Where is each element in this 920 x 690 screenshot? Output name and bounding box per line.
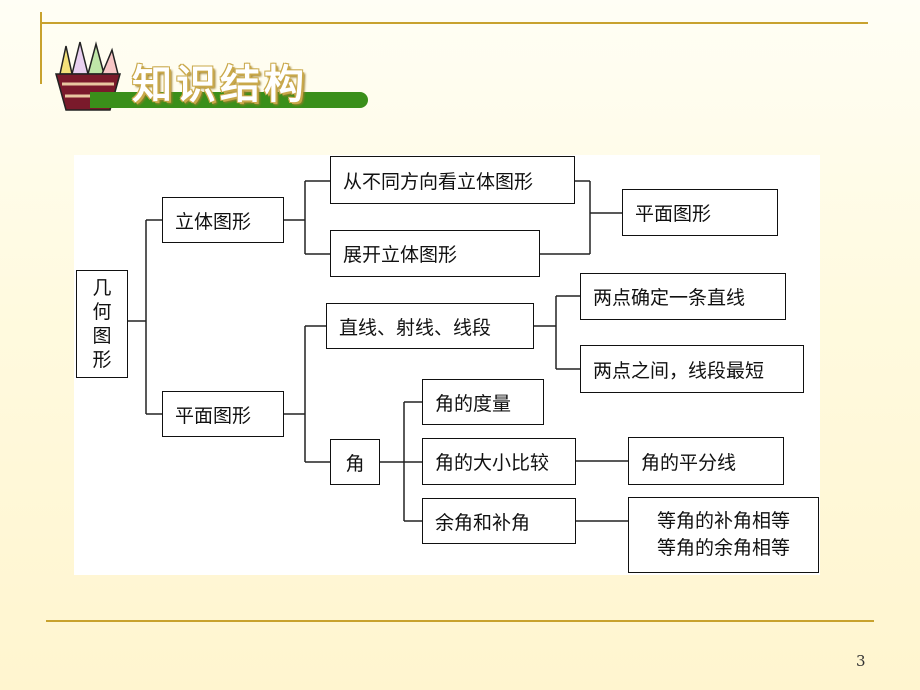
page-title: 知识结构	[132, 61, 308, 108]
angle-compare-box: 角的大小比较	[422, 438, 576, 485]
angle-comp-fact-2: 等角的余角相等	[656, 537, 790, 559]
angle-comp-fact-1: 等角的补角相等	[656, 510, 790, 532]
decorative-top-line	[40, 22, 868, 24]
line-fact-1-box: 两点确定一条直线	[580, 273, 786, 320]
root-char-4: 形	[92, 349, 112, 371]
solid-unfold-box: 展开立体图形	[330, 230, 540, 277]
angle-measure-box: 角的度量	[422, 379, 544, 425]
line-fact-2-box: 两点之间，线段最短	[580, 345, 804, 393]
root-box-geometry: 几 何 图 形	[76, 270, 128, 378]
title-underline-bar	[90, 92, 368, 108]
decorative-vertical-line	[40, 12, 42, 84]
root-char-1: 几	[92, 277, 112, 299]
root-char-2: 何	[92, 301, 112, 323]
decorative-bottom-line	[46, 620, 874, 622]
angle-box: 角	[330, 439, 380, 485]
solid-figure-box: 立体图形	[162, 197, 284, 243]
solid-view-box: 从不同方向看立体图形	[330, 156, 575, 204]
plane-figure-box: 平面图形	[162, 391, 284, 437]
angle-comp-facts-box: 等角的补角相等 等角的余角相等	[628, 497, 819, 573]
angle-bisector-box: 角的平分线	[628, 437, 784, 485]
page-number: 3	[856, 652, 866, 670]
lines-box: 直线、射线、线段	[326, 303, 534, 349]
root-char-3: 图	[92, 325, 112, 347]
angle-comp-box: 余角和补角	[422, 498, 576, 544]
plane-result-box: 平面图形	[622, 189, 778, 236]
